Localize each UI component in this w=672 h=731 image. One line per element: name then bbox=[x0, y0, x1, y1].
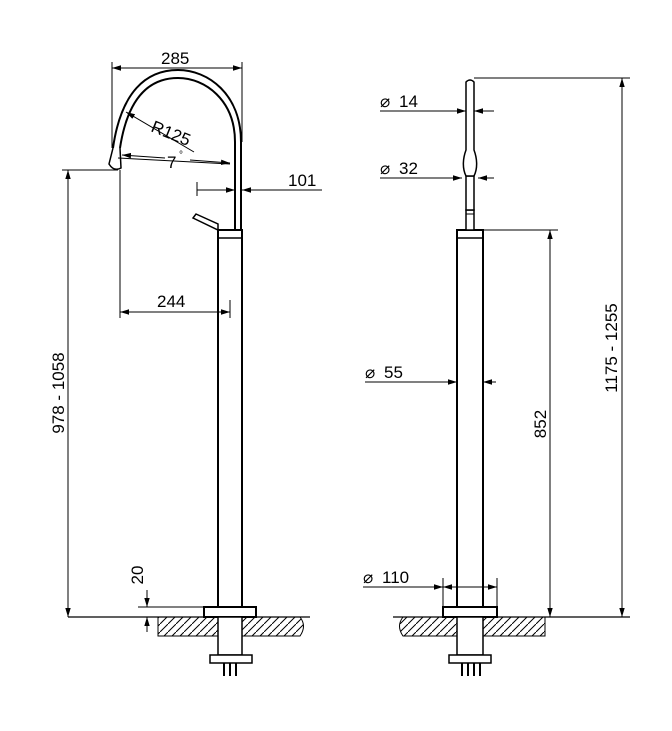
dim-dia-symbol-14: ⌀ bbox=[380, 92, 390, 111]
dimension-angle: 7 ° bbox=[117, 150, 231, 172]
dimension-285: 285 bbox=[111, 49, 243, 148]
dimension-dia-32: ⌀ 32 bbox=[380, 159, 494, 181]
dimension-dia-14: ⌀ 14 bbox=[380, 92, 494, 114]
dimension-101: 101 bbox=[196, 171, 322, 196]
dim-dia-symbol-32: ⌀ bbox=[380, 159, 390, 178]
dimension-outlet-height: 978 - 1058 bbox=[49, 169, 118, 617]
faucet-column-side bbox=[203, 229, 257, 676]
dimension-20: 20 bbox=[128, 566, 204, 632]
dim-degree-mark: ° bbox=[179, 150, 183, 161]
dim-outlet-height: 978 - 1058 bbox=[49, 352, 68, 433]
dim-total-height: 1175 - 1255 bbox=[602, 303, 621, 392]
front-view: ⌀ 14 ⌀ 32 ⌀ 55 ⌀ 110 bbox=[363, 77, 630, 676]
dim-outlet-diameter: 32 bbox=[399, 159, 418, 178]
dim-spout-span: 285 bbox=[161, 49, 189, 68]
dim-base-diameter: 110 bbox=[382, 568, 409, 587]
dimension-dia-110: ⌀ 110 bbox=[363, 568, 498, 607]
dim-bend-radius: R125 bbox=[149, 117, 194, 150]
lever-handle-side bbox=[191, 213, 219, 232]
dim-column-height: 852 bbox=[531, 410, 550, 438]
floor-front bbox=[393, 616, 630, 637]
dim-body-offset: 244 bbox=[157, 292, 185, 311]
floor-side bbox=[68, 616, 310, 637]
dim-spout-angle: 7 bbox=[167, 153, 176, 172]
dim-dia-symbol-110: ⌀ bbox=[363, 568, 373, 587]
faucet-column-front bbox=[442, 229, 498, 676]
dimension-852: 852 bbox=[483, 229, 558, 617]
spout-side bbox=[108, 68, 242, 230]
dim-spout-tip-diameter: 14 bbox=[399, 92, 418, 111]
dim-column-diameter: 55 bbox=[384, 363, 403, 382]
dimension-dia-55: ⌀ 55 bbox=[365, 363, 496, 385]
dim-spout-reach: 101 bbox=[288, 171, 316, 190]
dim-flange-height: 20 bbox=[128, 566, 147, 585]
side-view: 285 R125 7 ° 101 244 bbox=[49, 49, 322, 676]
dimension-radius: R125 bbox=[125, 111, 195, 153]
spout-front bbox=[462, 79, 478, 231]
dimension-total-height: 1175 - 1255 bbox=[474, 77, 630, 617]
dimension-244: 244 bbox=[119, 170, 231, 318]
dim-dia-symbol-55: ⌀ bbox=[365, 363, 375, 382]
